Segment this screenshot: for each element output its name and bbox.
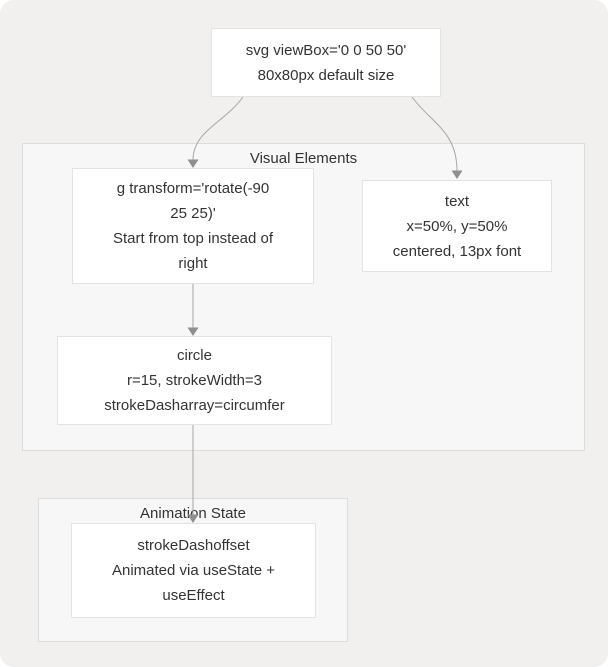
node-g-transform-line: g transform='rotate(-90	[116, 180, 270, 197]
node-text-element-line: text	[444, 192, 470, 210]
node-circle-element-line: r=15, strokeWidth=3	[126, 372, 263, 389]
node-stroke-dashoffset-line: strokeDashoffset	[137, 537, 250, 554]
node-g-transform-line: right	[178, 255, 208, 272]
node-svg-root-line: svg viewBox='0 0 50 50'	[245, 41, 407, 59]
node-g-transform-line: 25 25)'	[170, 205, 216, 222]
group-visual-elements-label: Visual Elements	[249, 150, 358, 167]
node-stroke-dashoffset-line: useEffect	[162, 587, 225, 604]
node-svg-root: svg viewBox='0 0 50 50' 80x80px default …	[211, 28, 441, 97]
node-circle-element: circle r=15, strokeWidth=3 strokeDasharr…	[57, 336, 332, 425]
node-g-transform: g transform='rotate(-90 25 25)' Start fr…	[72, 168, 314, 284]
node-svg-root-line: 80x80px default size	[257, 66, 395, 84]
node-circle-element-line: circle	[176, 347, 212, 364]
node-text-element-line: x=50%, y=50%	[406, 217, 508, 235]
node-text-element: text x=50%, y=50% centered, 13px font	[362, 180, 552, 272]
node-stroke-dashoffset: strokeDashoffset Animated via useState +…	[71, 523, 316, 618]
group-animation-state-label: Animation State	[140, 505, 246, 522]
node-text-element-line: centered, 13px font	[392, 242, 522, 260]
node-circle-element-line: strokeDasharray=circumfer	[104, 397, 285, 414]
node-stroke-dashoffset-line: Animated via useState +	[111, 562, 275, 579]
node-g-transform-line: Start from top instead of	[112, 230, 274, 247]
